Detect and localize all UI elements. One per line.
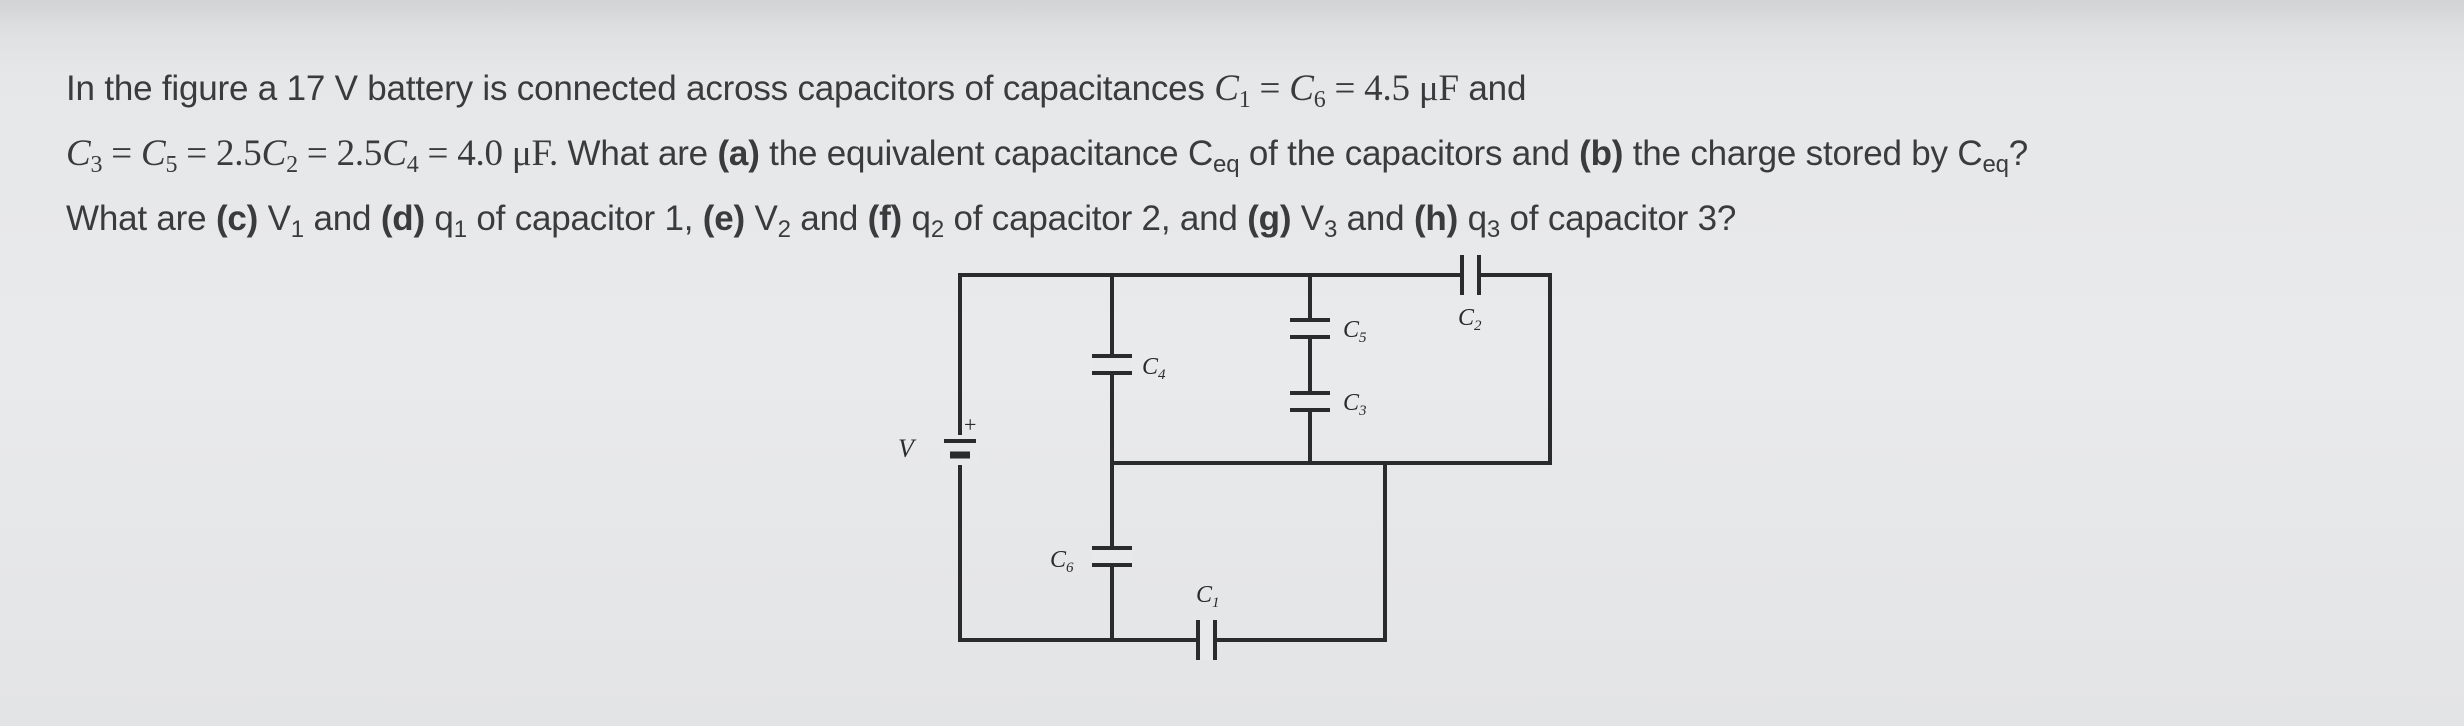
equals-sign: = (306, 133, 328, 174)
symbol-c3: C3 (66, 133, 103, 178)
part-a-label: (a) (717, 134, 760, 173)
battery-voltage-value: 17 (286, 69, 326, 108)
c4-label: C4 (1142, 354, 1166, 383)
problem-line-1: In the figure a 17 V battery is connecte… (66, 62, 2446, 127)
capacitor-c6: C6 (1050, 546, 1132, 576)
part-b-label: (b) (1579, 134, 1624, 173)
symbol-v2: V (744, 199, 778, 238)
part-f-label: (f) (867, 199, 903, 238)
c6-label: C6 (1050, 547, 1074, 576)
part-g-label: (g) (1247, 199, 1292, 238)
c2-label: C2 (1458, 305, 1482, 334)
intro-text: In the figure a (66, 69, 287, 108)
part-d-label: (d) (380, 199, 425, 238)
top-strip (0, 0, 2464, 32)
coefficient: 2.5 (215, 133, 262, 174)
equals-sign: = (186, 133, 207, 174)
capacitor-c3: C3 (1290, 390, 1367, 419)
battery-label: V (898, 434, 917, 463)
ceq-subscript: eq (1213, 151, 1240, 178)
symbol-v3: V (1291, 199, 1324, 238)
symbol-q2: q (902, 199, 931, 238)
circuit-diagram: + V C4 C6 C5 C3 (898, 255, 1552, 660)
equals-sign: = (1259, 68, 1281, 109)
capacitor-c1: C1 (1196, 582, 1220, 660)
capacitor-c4: C4 (1092, 354, 1166, 383)
battery-plus-sign: + (964, 412, 976, 437)
c1-label: C1 (1196, 582, 1220, 611)
c3-label: C3 (1343, 390, 1367, 419)
equals-sign: = (1334, 68, 1356, 109)
equals-sign: = (111, 133, 132, 174)
part-h-label: (h) (1413, 199, 1459, 238)
problem-line-3: What are (c) V1 and (d) q1 of capacitor … (66, 199, 1737, 243)
top-wire (958, 273, 1552, 465)
symbol-v1: V (258, 199, 291, 238)
c5-label: C5 (1343, 317, 1367, 346)
value-4-5-uf: 4.5 μF (1364, 68, 1459, 109)
battery: + V (898, 412, 980, 465)
symbol-c6: C6 (1289, 68, 1326, 113)
symbol-c4: C4 (382, 133, 419, 178)
capacitor-c5: C5 (1290, 317, 1367, 346)
symbol-q1: q (424, 199, 454, 238)
symbol-c1: C1 (1214, 68, 1251, 113)
capacitor-c2: C2 (1458, 255, 1482, 334)
problem-line-2: C3=C5=2.5C2=2.5C4=4.0 μF. What are (a) t… (66, 133, 2028, 178)
part-c-label: (c) (215, 199, 259, 238)
coefficient: 2.5 (336, 133, 383, 174)
value-4-0-uf: 4.0 μF (457, 133, 549, 174)
symbol-q3: q (1458, 199, 1487, 238)
symbol-c2: C2 (261, 133, 298, 178)
problem-text: In the figure a 17 V battery is connecte… (66, 62, 2446, 257)
equals-sign: = (427, 133, 449, 174)
symbol-c5: C5 (140, 133, 178, 178)
ceq-subscript: eq (1982, 151, 2009, 178)
part-e-label: (e) (702, 199, 745, 238)
intro-text-cont: V battery is connected across capacitors… (325, 69, 1215, 108)
and-text: and (1458, 69, 1527, 108)
